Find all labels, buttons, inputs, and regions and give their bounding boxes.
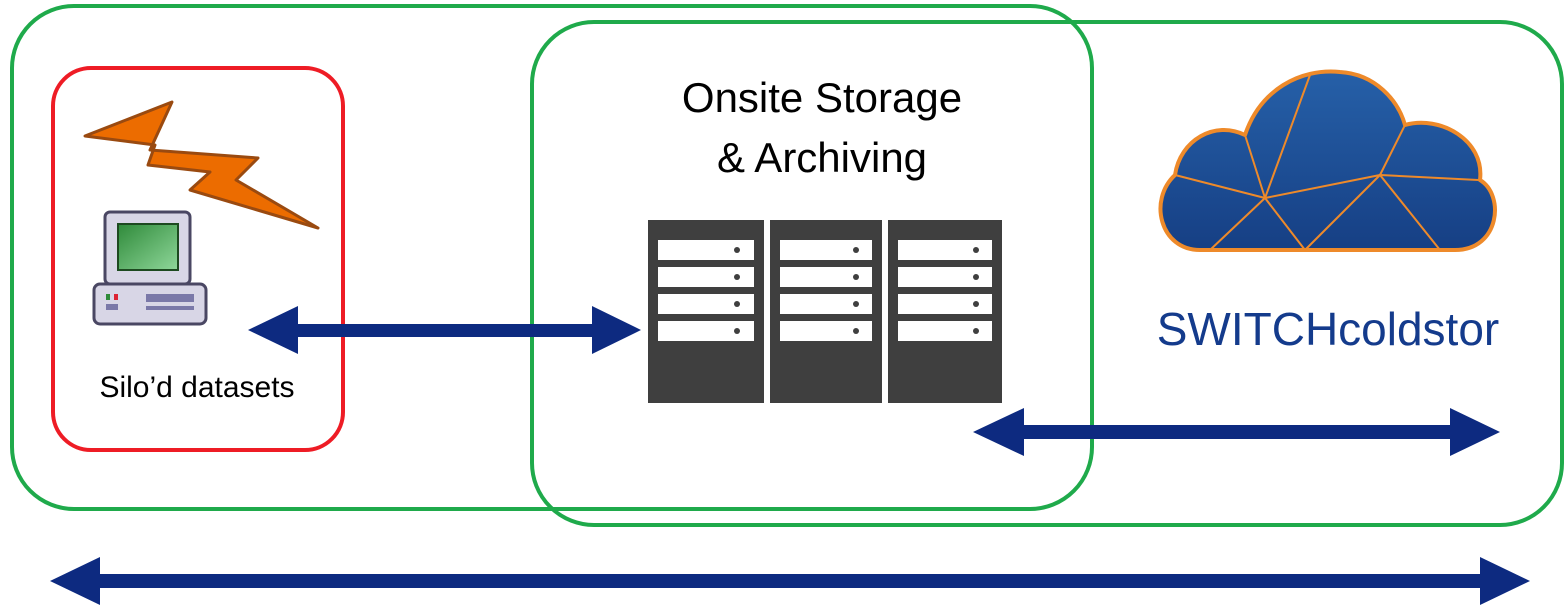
server-rack-3 (888, 220, 1002, 403)
switchcoldstor-label: SWITCHcoldstor (1157, 303, 1499, 355)
server-rack-2 (770, 220, 882, 403)
computer-icon (92, 210, 208, 326)
silo-red-box (51, 66, 345, 452)
arrow-silo-to-onsite (248, 306, 641, 354)
lightning-bolt-icon (83, 100, 320, 230)
arrow-onsite-to-cloud (973, 408, 1500, 456)
onsite-storage-green-box (530, 20, 1564, 527)
onsite-storage-label-line2: & Archiving (717, 134, 927, 181)
server-rack-icon (648, 220, 1002, 403)
onsite-storage-label-line1: Onsite Storage (682, 74, 962, 121)
silo-datasets-label: Silo’d datasets (99, 371, 294, 404)
arrow-full-span (50, 557, 1530, 605)
cloud-icon (1158, 69, 1497, 252)
server-rack-1 (648, 220, 764, 403)
